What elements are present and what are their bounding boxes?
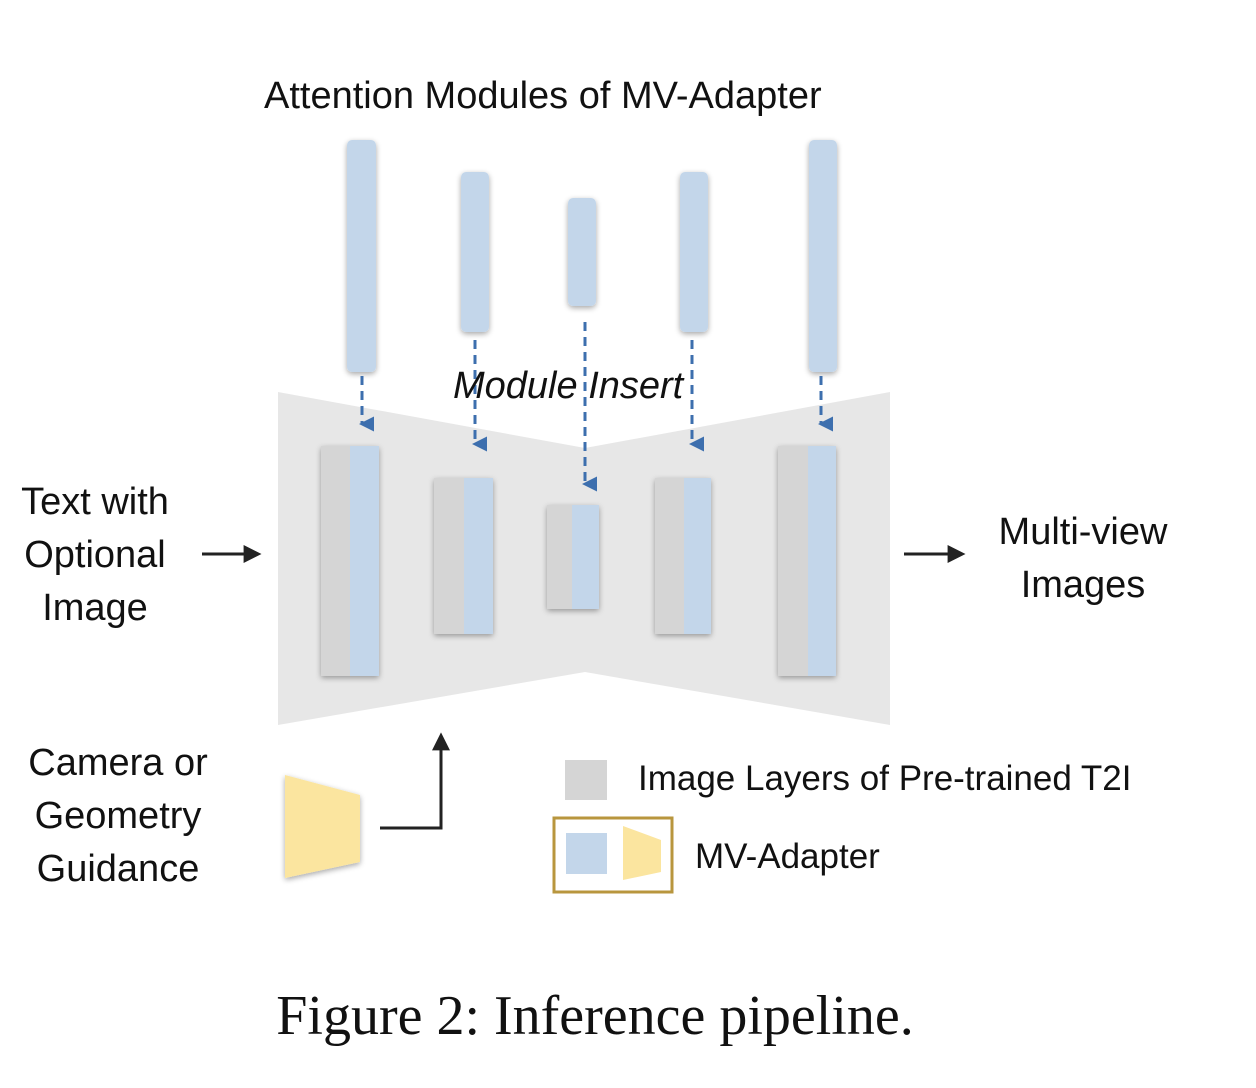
pretrained-layer xyxy=(321,446,350,676)
output-label: Multi-view Images xyxy=(982,506,1184,612)
adapter-layer xyxy=(572,505,599,609)
attention-module xyxy=(568,198,596,306)
attention-module xyxy=(461,172,489,332)
guidance-label: Camera or Geometry Guidance xyxy=(12,737,224,896)
adapter-layer xyxy=(684,478,711,634)
guidance-label-line: Guidance xyxy=(36,848,200,890)
legend-adapter-swatch xyxy=(566,833,607,874)
adapter-layer xyxy=(350,446,379,676)
guidance-label-line: Geometry xyxy=(34,795,202,837)
pretrained-layer xyxy=(547,505,572,609)
adapter-layer xyxy=(808,446,836,676)
input-label-line: Optional xyxy=(24,534,166,576)
guidance-label-line: Camera or xyxy=(28,742,208,784)
adapter-layer xyxy=(464,478,493,634)
camera-encoder xyxy=(285,775,360,878)
layer-pair xyxy=(778,446,836,676)
legend-adapter-label: MV-Adapter xyxy=(695,837,880,876)
pretrained-layer xyxy=(655,478,684,634)
layer-pair xyxy=(655,478,711,634)
figure-caption: Figure 2: Inference pipeline. xyxy=(276,985,914,1047)
pretrained-layer xyxy=(778,446,808,676)
output-label-line: Images xyxy=(1020,564,1146,606)
module-insert-label: Module Insert xyxy=(453,365,684,407)
legend-encoder-swatch xyxy=(623,826,661,880)
legend-adapter-box xyxy=(552,816,674,894)
layer-pair xyxy=(547,505,599,609)
output-label-line: Multi-view xyxy=(998,511,1168,553)
attention-module xyxy=(680,172,708,332)
layer-pair xyxy=(434,478,493,634)
attention-module xyxy=(347,140,376,372)
title: Attention Modules of MV-Adapter xyxy=(264,75,822,117)
pretrained-layer xyxy=(434,478,464,634)
input-label-line: Text with xyxy=(21,481,169,523)
attention-module xyxy=(809,140,837,372)
guidance-arrow xyxy=(380,732,450,830)
layer-pair xyxy=(321,446,379,676)
input-label: Text with Optional Image xyxy=(10,476,180,635)
legend-pretrained-label: Image Layers of Pre-trained T2I xyxy=(638,759,1132,798)
input-label-line: Image xyxy=(42,587,148,629)
legend-pretrained-swatch xyxy=(565,760,607,800)
